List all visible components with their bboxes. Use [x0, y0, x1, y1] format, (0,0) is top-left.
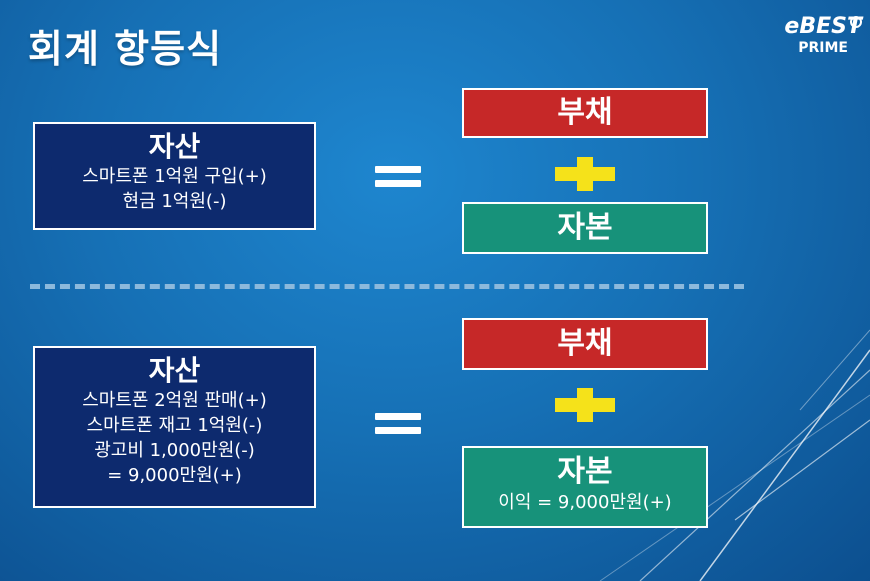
logo-ring-icon — [850, 16, 862, 28]
bottom-liability-box: 부채 — [462, 318, 708, 370]
bottom-equals-sign — [375, 411, 421, 437]
top-asset-box: 자산 스마트폰 1억원 구입(+) 현금 1억원(-) — [33, 122, 316, 230]
top-asset-heading: 자산 — [148, 130, 201, 163]
top-equity-box: 자본 — [462, 202, 708, 254]
bottom-equity-box: 자본 이익 = 9,000만원(+) — [462, 446, 708, 528]
section-divider — [30, 284, 744, 289]
top-plus-icon — [555, 157, 615, 191]
ebest-prime-logo: eBEST PRIME — [762, 14, 862, 64]
top-asset-line-1: 스마트폰 1억원 구입(+) — [82, 166, 267, 187]
bottom-asset-line-4: = 9,000만원(+) — [107, 465, 242, 486]
logo-line1: eBEST — [784, 14, 862, 39]
bottom-asset-heading: 자산 — [148, 354, 201, 387]
page-title: 회계 항등식 — [28, 27, 223, 71]
bottom-asset-line-3: 광고비 1,000만원(-) — [94, 440, 255, 461]
bottom-plus-icon — [555, 388, 615, 422]
top-asset-line-2: 현금 1억원(-) — [122, 191, 227, 212]
top-equals-sign — [375, 164, 421, 190]
top-liability-box: 부채 — [462, 88, 708, 138]
bottom-equity-profit: 이익 = 9,000만원(+) — [498, 492, 672, 513]
top-equity-heading: 자본 — [557, 210, 613, 245]
bottom-equity-heading: 자본 — [557, 454, 613, 489]
logo-line2: PRIME — [798, 40, 848, 56]
bottom-asset-box: 자산 스마트폰 2억원 판매(+) 스마트폰 재고 1억원(-) 광고비 1,0… — [33, 346, 316, 508]
bottom-asset-line-2: 스마트폰 재고 1억원(-) — [86, 415, 263, 436]
bottom-asset-line-1: 스마트폰 2억원 판매(+) — [82, 390, 267, 411]
